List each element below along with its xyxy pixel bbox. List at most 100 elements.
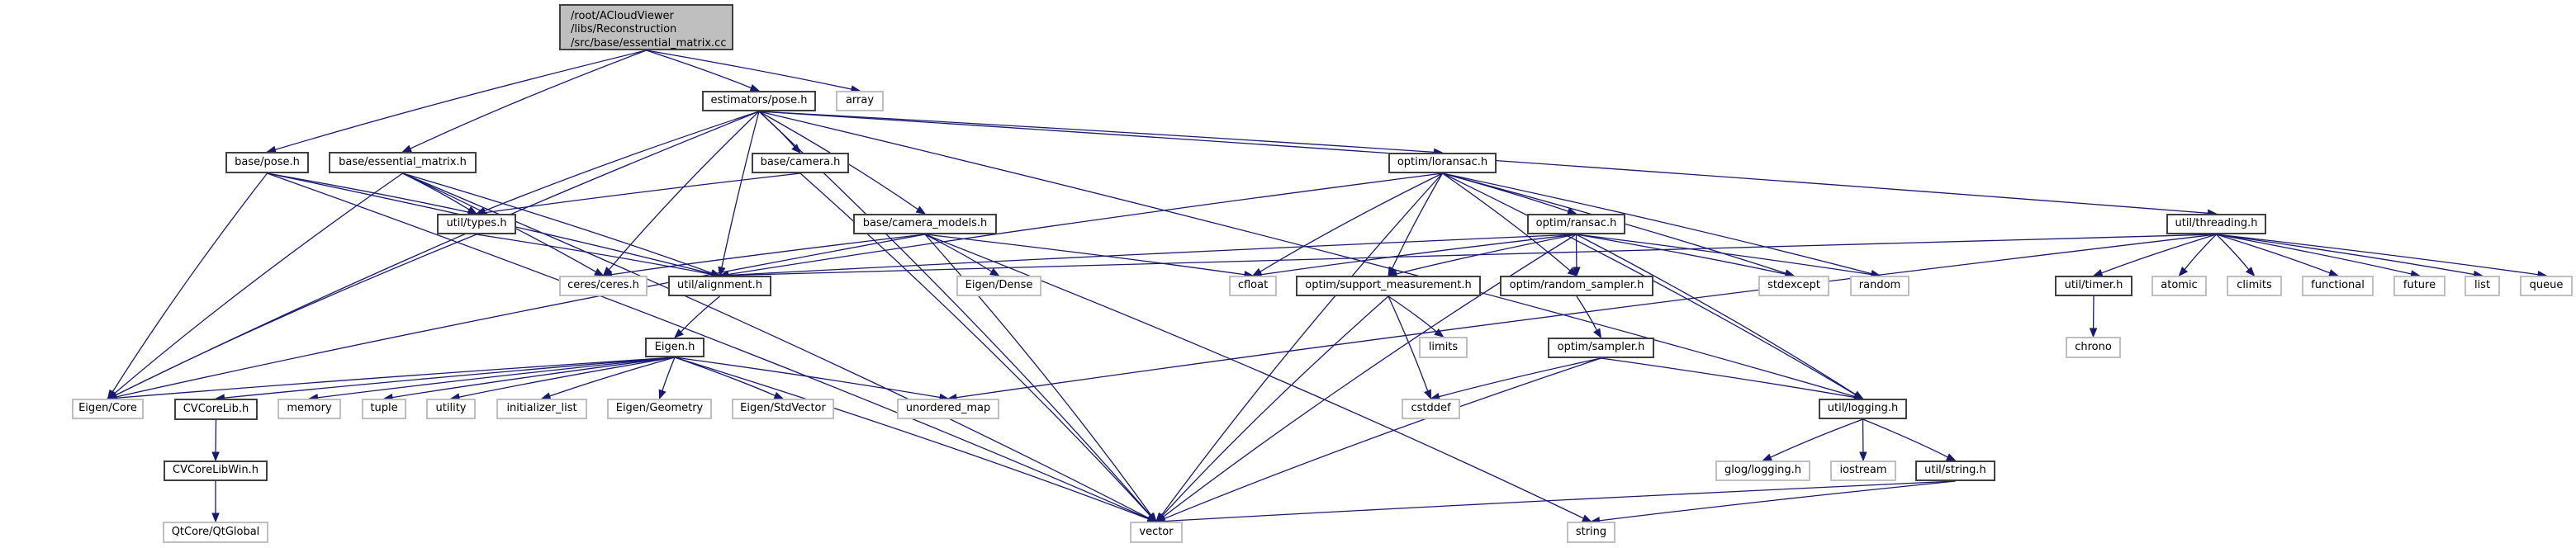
arrowhead-icon	[467, 206, 478, 215]
edge-alignment-to-eigen_h	[680, 295, 720, 333]
edge-sampler-to-logging	[1601, 357, 1855, 399]
node-iostream: iostream	[1830, 461, 1896, 481]
node-alignment[interactable]: util/alignment.h	[668, 276, 771, 296]
node-base-em[interactable]: base/essential_matrix.h	[329, 152, 477, 173]
edge-camera_models-to-eigen_core	[116, 234, 926, 398]
edge-eigen_h-to-eigen_stdvec	[674, 357, 776, 397]
edge-est_pose-to-loransac	[758, 111, 1435, 154]
edge-eigen_h-to-tuple	[391, 357, 676, 399]
edge-ransac-to-logging	[1576, 234, 1857, 395]
node-loransac[interactable]: optim/loransac.h	[1388, 153, 1497, 173]
arrowhead-icon	[401, 144, 413, 153]
arrowhead-icon	[1762, 453, 1773, 461]
edge-threading-to-list	[2216, 234, 2474, 276]
arrowhead-icon	[1593, 328, 1602, 339]
node-eigen-h[interactable]: Eigen.h	[645, 338, 704, 357]
edge-root-to-base_em	[410, 50, 647, 149]
edge-eigen_h-to-memory	[317, 357, 676, 399]
edge-loransac-to-logging	[1442, 172, 1857, 395]
node-ransac[interactable]: optim/ransac.h	[1527, 214, 1625, 234]
node-eigen-stdvec: Eigen/StdVector	[732, 399, 834, 419]
edge-base_em-to-alignment	[402, 172, 713, 274]
edge-base_pose-to-vector	[267, 172, 1149, 519]
node-cvcorelib[interactable]: CVCoreLib.h	[174, 399, 258, 420]
node-limits: limits	[1419, 337, 1468, 358]
edge-ransac-to-random	[1576, 234, 1872, 276]
node-cfloat: cfloat	[1229, 276, 1277, 296]
node-atomic: atomic	[2151, 276, 2207, 296]
edge-est_pose-to-ceres	[608, 111, 760, 271]
edge-est_pose-to-types	[484, 111, 760, 212]
edge-sampler-to-cstddef	[1439, 357, 1601, 398]
edge-support-to-limits	[1388, 295, 1437, 333]
node-unordered-map: unordered_map	[897, 399, 999, 419]
node-eigen-dense: Eigen/Dense	[956, 276, 1041, 296]
node-camera-models[interactable]: base/camera_models.h	[853, 214, 997, 234]
arrowhead-icon	[1567, 267, 1578, 276]
edge-util_string-to-vector	[1164, 480, 1956, 522]
arrowhead-icon	[1581, 514, 1592, 522]
node-base-pose[interactable]: base/pose.h	[225, 152, 309, 173]
edge-ransac-to-stdexcept	[1576, 234, 1786, 275]
arrowhead-icon	[2178, 267, 2189, 277]
arrowhead-icon	[674, 328, 684, 338]
edge-threading-to-future	[2216, 234, 2412, 275]
node-sampler[interactable]: optim/sampler.h	[1548, 338, 1654, 358]
node-random: random	[1850, 276, 1909, 296]
edge-camera_models-to-cfloat	[924, 234, 1245, 276]
edge-camera_models-to-vector	[924, 234, 1152, 516]
node-est-pose[interactable]: estimators/pose.h	[702, 91, 816, 111]
node-list: list	[2465, 276, 2500, 296]
arrowhead-icon	[211, 513, 220, 523]
arrowhead-icon	[593, 268, 605, 276]
edge-root-to-base_pose	[274, 50, 647, 151]
arrowhead-icon	[658, 389, 667, 400]
node-types[interactable]: util/types.h	[437, 214, 516, 234]
node-logging[interactable]: util/logging.h	[1819, 399, 1907, 419]
edge-loransac-to-random	[1442, 172, 1872, 275]
node-support[interactable]: optim/support_measurement.h	[1296, 276, 1481, 296]
edge-eigen_h-to-eigen_geom	[662, 357, 676, 391]
node-threading[interactable]: util/threading.h	[2166, 214, 2266, 234]
edge-eigen_h-to-unordered_map	[674, 357, 941, 399]
edge-random_sampler-to-sampler	[1576, 295, 1598, 331]
edge-sampler-to-vector	[1164, 357, 1601, 520]
edge-types-to-eigen_core	[115, 234, 477, 396]
edge-loransac-to-vector	[1160, 172, 1443, 516]
edge-threading-to-functional	[2216, 234, 2331, 274]
edge-eigen_h-to-cvcorelib	[224, 357, 676, 399]
arrowhead-icon	[211, 451, 220, 462]
node-util-string[interactable]: util/string.h	[1915, 461, 1995, 481]
node-tuple: tuple	[362, 399, 406, 419]
arrowhead-icon	[2245, 267, 2256, 276]
node-eigen-geom: Eigen/Geometry	[607, 399, 712, 419]
edge-est_pose-to-alignment	[721, 111, 760, 268]
edge-est_pose-to-logging	[758, 111, 1856, 398]
node-functional: functional	[2302, 276, 2374, 296]
node-glog: glog/logging.h	[1715, 461, 1810, 481]
node-array: array	[836, 91, 884, 111]
edge-logging-to-util_string	[1862, 418, 1948, 458]
edge-eigen_h-to-vector	[674, 357, 1149, 520]
node-qtglobal: QtCore/QtGlobal	[163, 522, 268, 543]
node-cvcorelibwin[interactable]: CVCoreLibWin.h	[164, 461, 268, 481]
edge-root-to-est_pose	[646, 50, 752, 89]
edge-eigen_h-to-eigen_core	[116, 357, 676, 399]
edge-base_em-to-vector	[402, 172, 1150, 519]
node-chrono: chrono	[2066, 337, 2121, 358]
edge-support-to-vector	[1161, 295, 1389, 517]
node-timer[interactable]: util/timer.h	[2055, 276, 2132, 296]
node-utility: utility	[426, 399, 476, 419]
node-root[interactable]: /root/ACloudViewer /libs/Reconstruction …	[559, 4, 733, 50]
edge-support-to-cstddef	[1388, 295, 1429, 391]
edge-loransac-to-alignment	[728, 172, 1443, 276]
node-init-list: initializer_list	[496, 399, 587, 419]
edge-threading-to-queue	[2216, 234, 2539, 276]
node-vector: vector	[1130, 522, 1183, 543]
node-base-camera[interactable]: base/camera.h	[752, 153, 849, 173]
node-random-sampler[interactable]: optim/random_sampler.h	[1500, 276, 1653, 296]
edge-est_pose-to-threading	[758, 111, 2208, 214]
node-climits: climits	[2227, 276, 2282, 296]
node-future: future	[2393, 276, 2446, 296]
